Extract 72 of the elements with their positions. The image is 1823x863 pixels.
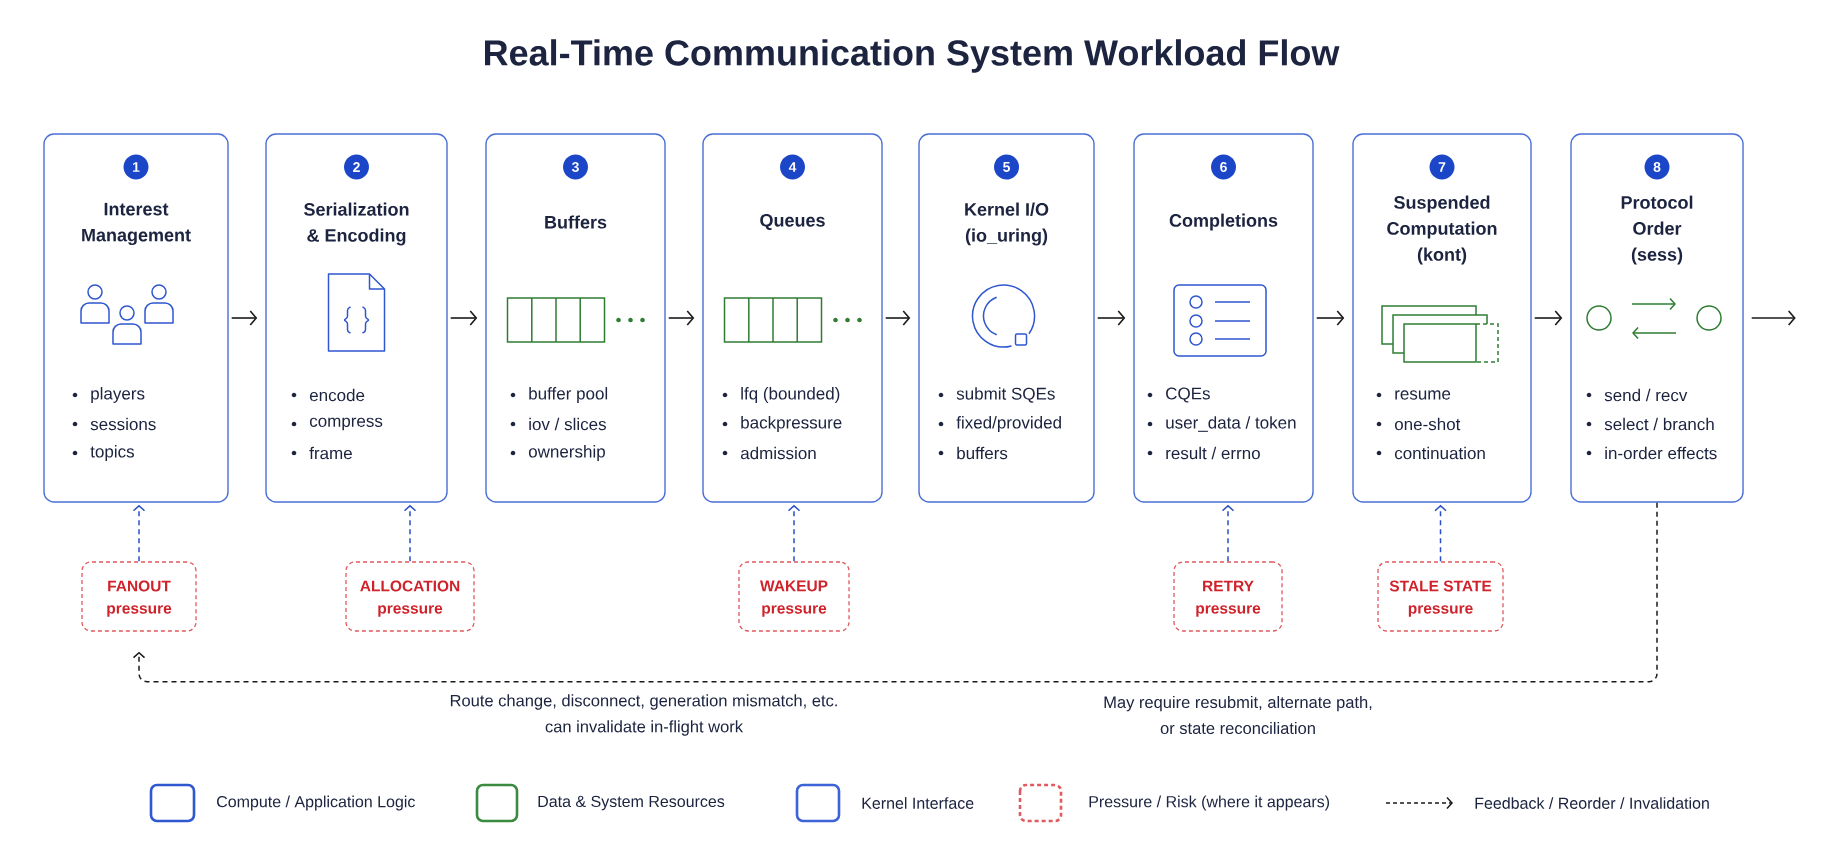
legend-label: Feedback / Reorder / Invalidation — [1475, 797, 1709, 809]
bullet-item: submit SQEs — [956, 387, 1055, 403]
bullet-item: user_data / token — [1166, 416, 1296, 432]
dashed-arrow — [1221, 504, 1235, 563]
pressure-subtitle: pressure — [762, 605, 827, 617]
step-number: 6 — [1211, 154, 1236, 180]
note-text: May require resubmit, alternate path, or state reconciliation — [1104, 695, 1372, 735]
arrow — [449, 310, 478, 326]
bullet-item: continuation — [1394, 446, 1485, 460]
arrow — [884, 310, 911, 326]
pressure-subtitle: pressure — [1196, 605, 1261, 617]
stage-heading: Kernel I/O (io_uring) — [965, 202, 1049, 246]
step-number: 1 — [123, 154, 149, 180]
arrow — [667, 310, 695, 326]
bullet-item: players — [91, 387, 145, 403]
dashed-arrow — [787, 504, 801, 563]
arrow — [1533, 310, 1563, 326]
bullet-item: select / branch — [1604, 417, 1714, 431]
stage-heading: Serialization & Encoding — [304, 202, 409, 246]
pressure-subtitle: pressure — [1408, 605, 1473, 617]
pressure-title: ALLOCATION — [360, 580, 460, 592]
bullet-item: resume — [1395, 390, 1451, 400]
bullet-item: lfq (bounded) — [741, 387, 840, 403]
dashed-arrow — [1434, 504, 1447, 563]
stage-heading: Queues — [760, 213, 825, 231]
step-number: 7 — [1429, 154, 1455, 180]
bullet-item: compress — [309, 417, 383, 431]
pressure-title: FANOUT — [108, 580, 171, 592]
legend-label: Pressure / Risk (where it appears) — [1089, 795, 1330, 811]
note-text: Route change, disconnect, generation mismatch, etc. can invalidate in-flight work — [450, 694, 837, 736]
title: Real-Time Communication System Workload Flow — [485, 39, 1340, 73]
bullet-item: iov / slices — [529, 417, 606, 431]
step-number: 3 — [563, 154, 588, 180]
step-number: 8 — [1644, 154, 1670, 180]
arrow — [1750, 310, 1796, 326]
stage-heading: Buffers — [545, 215, 607, 229]
pressure-subtitle: pressure — [107, 605, 172, 617]
bullet-item: buffer pool — [529, 387, 608, 403]
pressure-title: RETRY — [1203, 580, 1254, 592]
pressure-subtitle: pressure — [378, 605, 443, 617]
dashed-arrow — [403, 504, 417, 563]
step-number: 4 — [780, 154, 805, 180]
bullet-item: result / errno — [1166, 446, 1260, 460]
bullet-item: ownership — [528, 445, 605, 461]
bullet-item: send / recv — [1604, 388, 1688, 402]
arrow — [1315, 310, 1345, 326]
bullet-item: sessions — [90, 417, 156, 431]
step-number: 2 — [344, 154, 369, 180]
legend-label: Kernel Interface — [862, 797, 974, 809]
bullet-item: topics — [90, 445, 134, 461]
bullet-item: one-shot — [1394, 417, 1461, 431]
legend-label: Compute / Application Logic — [217, 795, 415, 811]
bullet-item: encode — [309, 388, 365, 402]
dashed-arrow — [132, 504, 146, 563]
bullet-item: admission — [740, 446, 816, 460]
arrow — [230, 310, 258, 326]
arrow — [1096, 310, 1126, 326]
bullet-item: buffers — [957, 446, 1008, 460]
pressure-title: WAKEUP — [760, 580, 828, 592]
bullet-item: fixed/provided — [956, 416, 1061, 432]
bullet-item: frame — [309, 446, 352, 460]
bullet-item: CQEs — [1166, 387, 1210, 403]
feedback-arrow — [132, 501, 1658, 683]
stage-heading: Protocol Order (sess) — [1621, 195, 1693, 265]
legend-label: Data & System Resources — [538, 795, 725, 811]
step-number: 5 — [994, 154, 1019, 180]
bullet-item: in-order effects — [1605, 446, 1717, 460]
bullet-item: backpressure — [741, 416, 842, 432]
stage-heading: Suspended Computation (kont) — [1387, 195, 1497, 265]
stage-heading: Completions — [1169, 213, 1278, 231]
stage-heading: Interest Management — [82, 202, 191, 246]
pressure-title: STALE STATE — [1389, 580, 1492, 592]
